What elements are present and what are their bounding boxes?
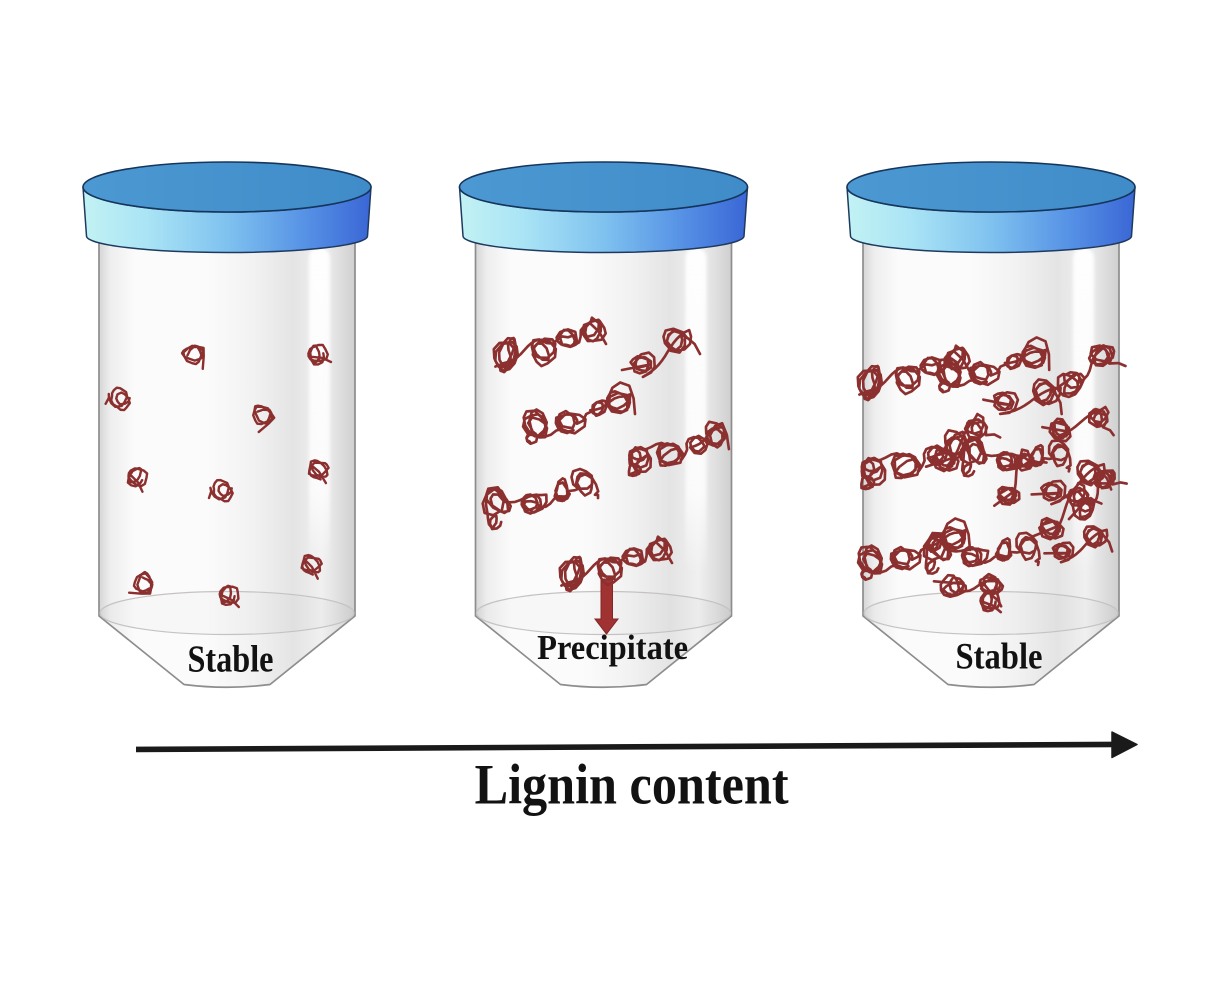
svg-text:Precipitate: Precipitate	[537, 628, 688, 667]
svg-text:Stable: Stable	[188, 639, 274, 681]
svg-text:Stable: Stable	[956, 637, 1043, 678]
svg-text:Lignin content: Lignin content	[475, 754, 789, 817]
